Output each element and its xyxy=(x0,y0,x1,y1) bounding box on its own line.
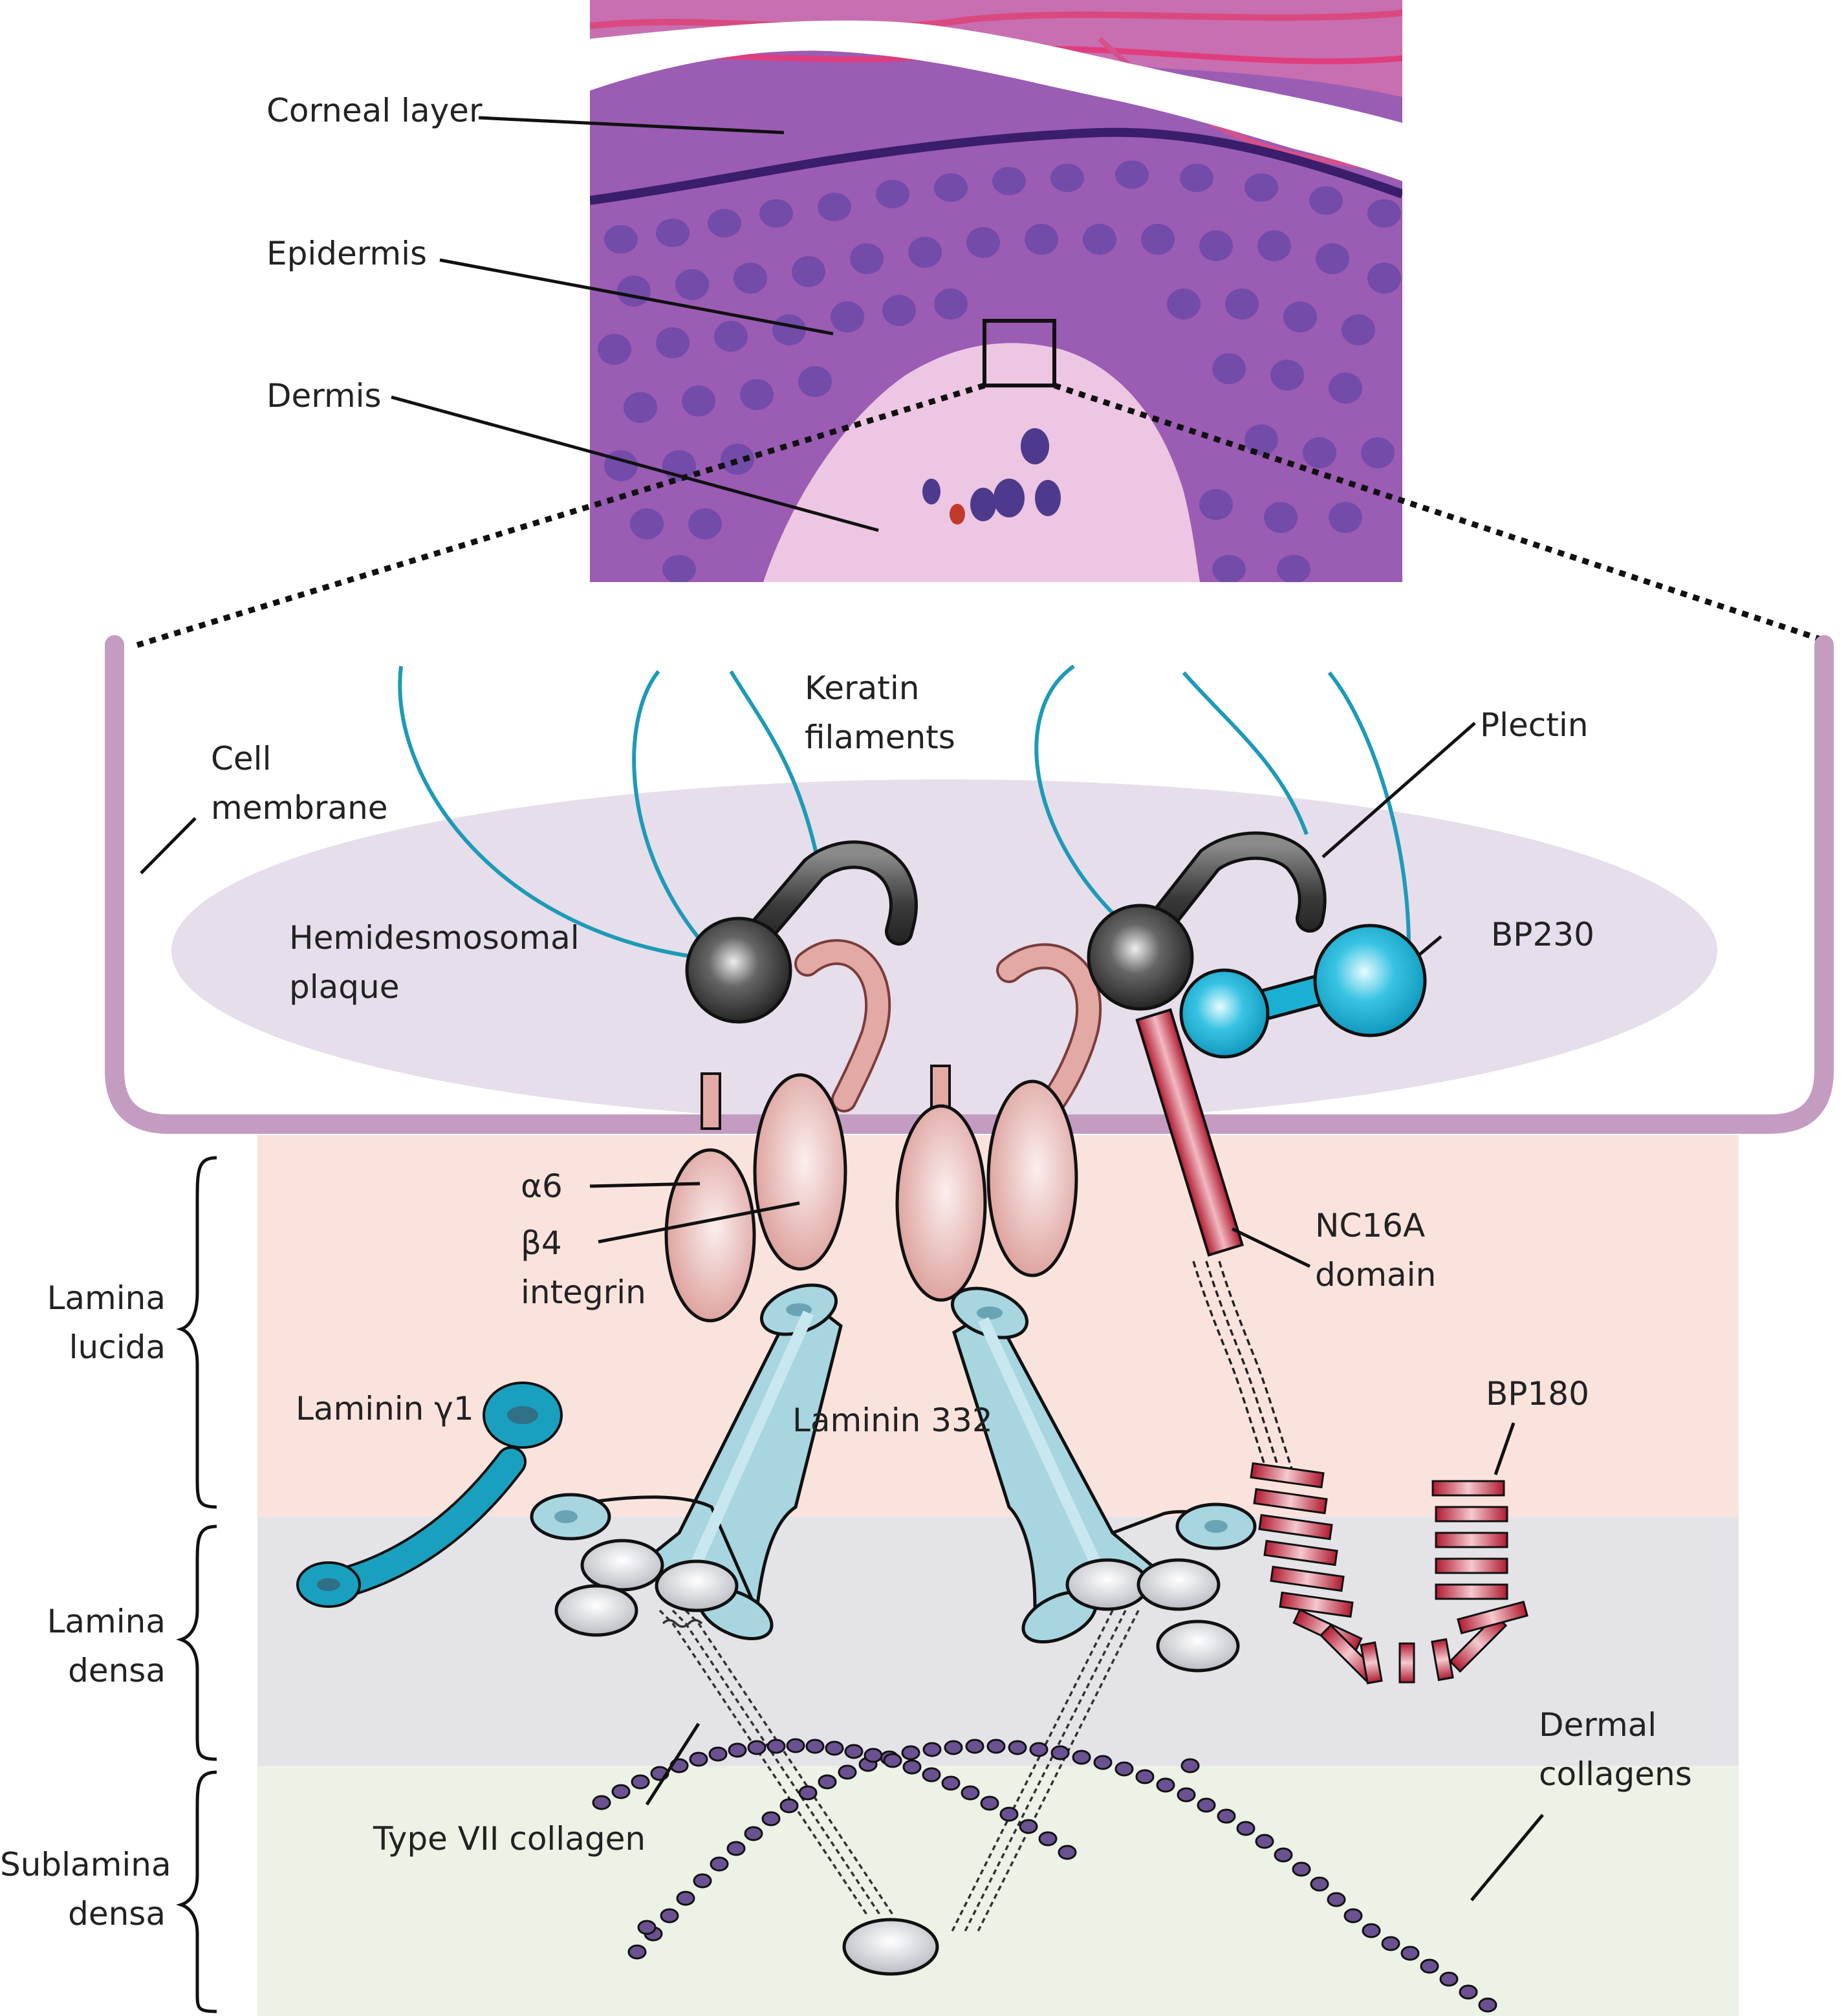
plectin-ball-right xyxy=(1087,904,1194,1011)
integrin-label: integrin xyxy=(521,1274,646,1311)
plectin-ball-left xyxy=(685,916,792,1024)
lamina-lucida-label-2: lucida xyxy=(69,1328,166,1366)
layer-braces xyxy=(176,1156,217,2013)
cell-membrane-label-2: membrane xyxy=(211,789,388,827)
keratin-filaments xyxy=(398,664,1411,958)
alpha6-label: α6 xyxy=(521,1167,563,1205)
beta4-label: β4 xyxy=(521,1224,562,1262)
keratin-filaments-label-1: Keratin xyxy=(805,669,920,707)
epidermis-label: Epidermis xyxy=(266,235,428,272)
hemidesmosomal-plaque-label-2: plaque xyxy=(289,968,400,1006)
dermal-collagens-label-2: collagens xyxy=(1539,1755,1692,1793)
leader-lines xyxy=(140,116,1544,1902)
integrin-left xyxy=(664,1072,847,1323)
nc16a-label-1: NC16A xyxy=(1315,1207,1426,1244)
dermal-collagens xyxy=(592,1738,1497,2013)
nc16a-label-2: domain xyxy=(1315,1256,1437,1294)
cell-membrane-label-1: Cell xyxy=(211,740,272,777)
corneal-layer-label: Corneal layer xyxy=(266,92,483,129)
bp180-label: BP180 xyxy=(1486,1375,1589,1413)
plectin-right xyxy=(1126,831,1327,962)
lamina-densa-band xyxy=(257,1517,1739,1766)
bp230-label: BP230 xyxy=(1491,916,1594,953)
laminin-332-label: Laminin 332 xyxy=(792,1402,993,1439)
integrin-right xyxy=(895,1065,1078,1302)
keratin-filaments-label-2: filaments xyxy=(805,719,955,756)
sublamina-densa-label-1: Sublamina xyxy=(0,1846,171,1883)
dermis-label: Dermis xyxy=(266,377,382,415)
sublamina-densa-label-2: densa xyxy=(68,1895,166,1933)
dermal-collagens-label-1: Dermal xyxy=(1539,1706,1657,1744)
collagen-nc1-domains xyxy=(554,1539,1240,1976)
zoom-lines xyxy=(135,382,1825,649)
laminin-gamma1-label: Laminin γ1 xyxy=(296,1390,474,1427)
type-vii-collagen xyxy=(658,1609,1140,1935)
sublamina-densa-band xyxy=(257,1766,1739,2016)
plectin-label: Plectin xyxy=(1480,706,1589,744)
bp230-protein xyxy=(1179,924,1427,1059)
bp180-protein xyxy=(1135,1008,1528,1685)
histology-photo xyxy=(590,0,1402,582)
zoom-box xyxy=(983,319,1056,387)
hemidesmosomal-plaque xyxy=(171,779,1717,1122)
lamina-densa-label-1: Lamina xyxy=(47,1603,166,1640)
type-vii-collagen-label: Type VII collagen xyxy=(373,1820,646,1858)
lamina-lucida-label-1: Lamina xyxy=(47,1279,166,1317)
plectin-left xyxy=(724,840,918,971)
laminin-gamma1 xyxy=(296,1382,563,1608)
cell-membrane xyxy=(105,635,1834,1134)
laminin-332-right xyxy=(950,1286,1257,1644)
hemidesmosomal-plaque-label-1: Hemidesmosomal xyxy=(289,919,580,957)
lamina-densa-label-2: densa xyxy=(68,1652,166,1689)
